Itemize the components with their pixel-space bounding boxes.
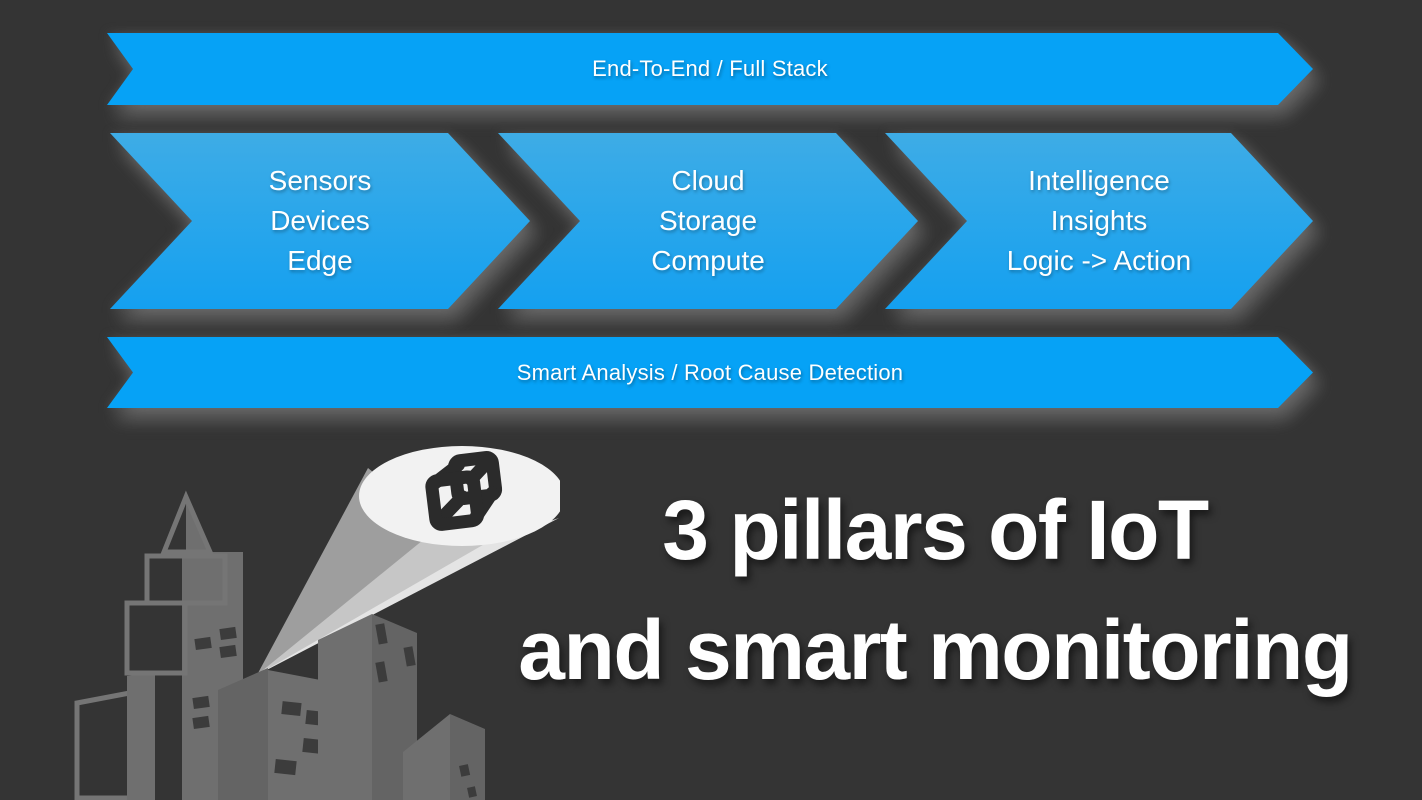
banner-top-label: End-To-End / Full Stack bbox=[592, 56, 828, 81]
pillar-2-line-3: Compute bbox=[651, 245, 765, 276]
banner-top-shape: End-To-End / Full Stack bbox=[107, 33, 1313, 105]
pillar-3-line-2: Insights bbox=[1050, 205, 1148, 236]
title-line-2: and smart monitoring bbox=[518, 603, 1353, 697]
banner-bottom: Smart Analysis / Root Cause Detection bbox=[107, 337, 1313, 408]
pillar-1-line-2: Devices bbox=[270, 205, 370, 236]
pillar-chevron-cloud-shape: Cloud Storage Compute bbox=[498, 133, 918, 309]
pillar-2-line-2: Storage bbox=[658, 205, 758, 236]
banner-bottom-shape: Smart Analysis / Root Cause Detection bbox=[107, 337, 1313, 408]
pillar-chevron-intelligence: Intelligence Insights Logic -> Action bbox=[885, 133, 1313, 309]
pillar-1-line-3: Edge bbox=[287, 245, 353, 276]
cube-icon bbox=[425, 451, 503, 531]
page-title: 3 pillars of IoT and smart monitoring bbox=[455, 470, 1415, 710]
pillar-chevron-cloud: Cloud Storage Compute bbox=[498, 133, 918, 309]
pillar-1-line-1: Sensors bbox=[268, 165, 372, 196]
pillar-chevron-intelligence-shape: Intelligence Insights Logic -> Action bbox=[885, 133, 1313, 309]
title-line-1: 3 pillars of IoT bbox=[662, 483, 1209, 577]
city-spotlight-graphic bbox=[74, 446, 560, 800]
pillar-chevron-sensors: Sensors Devices Edge bbox=[110, 133, 530, 309]
pillar-2-line-1: Cloud bbox=[671, 165, 745, 196]
pillar-chevron-sensors-shape: Sensors Devices Edge bbox=[110, 133, 530, 309]
banner-top: End-To-End / Full Stack bbox=[107, 33, 1313, 105]
pillar-3-line-1: Intelligence bbox=[1028, 165, 1170, 196]
banner-bottom-label: Smart Analysis / Root Cause Detection bbox=[516, 359, 904, 385]
pillar-3-line-3: Logic -> Action bbox=[1006, 245, 1192, 276]
city-skyline bbox=[74, 490, 485, 800]
